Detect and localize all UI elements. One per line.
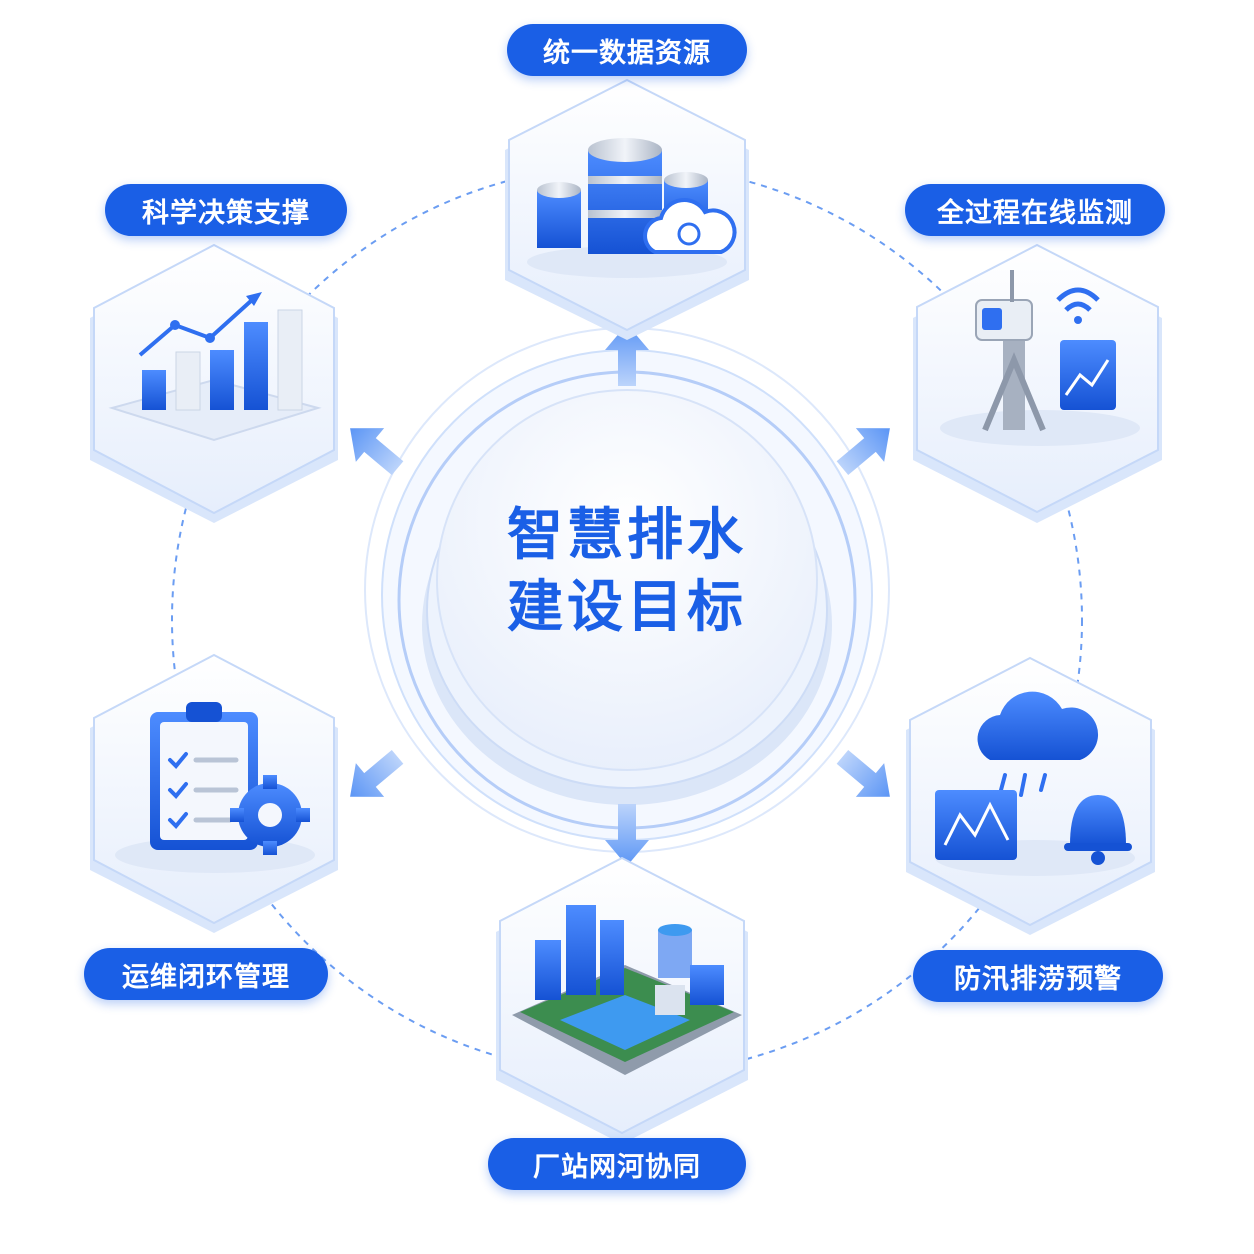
hex-tile-decision [90,243,338,523]
hex-tile-ops [90,653,338,933]
goal-pill-flood: 防汛排涝预警 [913,950,1163,1002]
center-hub [364,327,890,853]
center-title-line2: 建设目标 [507,575,747,640]
bar-chart-trend-icon [108,292,322,442]
database-cloud-icon [527,138,737,278]
dashed-orbit [171,164,1083,1076]
hex-tile-data [505,78,749,340]
goal-pill-decision: 科学决策支撑 [105,184,347,236]
radial-arrows [350,324,890,866]
water-plant-city-icon [512,905,742,1075]
center-title: 智慧排水 建设目标 [437,500,817,644]
hex-tile-plant [496,856,748,1144]
checklist-gear-icon [115,702,315,873]
monitoring-station-icon [940,270,1140,446]
goal-pill-monitor: 全过程在线监测 [905,184,1165,236]
center-title-line1: 智慧排水 [507,503,747,568]
hex-tile-flood [906,656,1155,935]
goal-pill-plant: 厂站网河协同 [488,1138,746,1190]
goal-pill-ops: 运维闭环管理 [84,948,328,1000]
hex-tile-monitor [913,243,1162,523]
rain-alarm-icon [935,691,1135,876]
goal-pill-data: 统一数据资源 [507,24,747,76]
